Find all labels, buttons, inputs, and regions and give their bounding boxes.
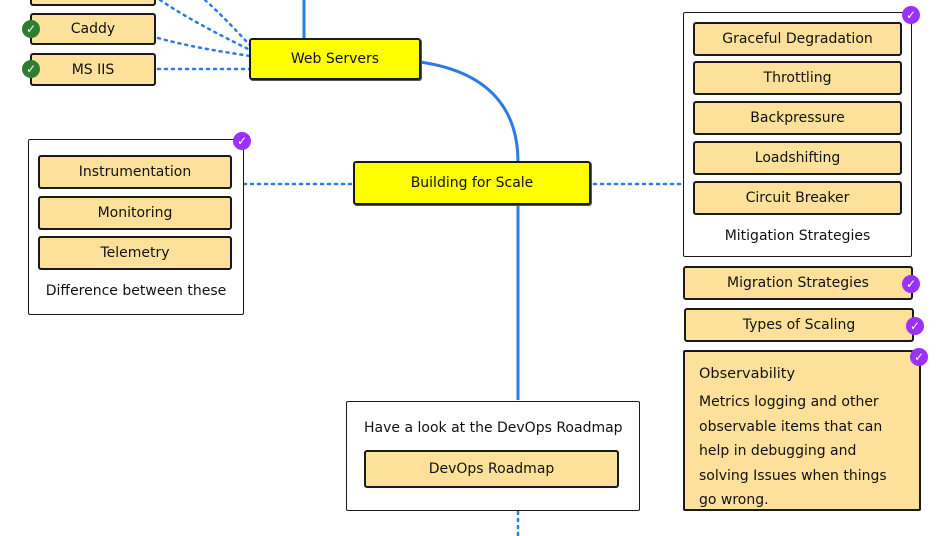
backpressure-label: Backpressure [750, 110, 845, 126]
graceful-degradation-node[interactable]: Graceful Degradation [693, 22, 902, 56]
observability-description: Metrics logging and other observable ite… [699, 394, 887, 508]
devops-roadmap-link[interactable]: DevOps Roadmap [364, 450, 619, 488]
telemetry-node[interactable]: Telemetry [38, 236, 232, 270]
ms-iis-node[interactable]: MS IIS [30, 53, 156, 86]
check-circle-icon: ✓ [906, 317, 924, 335]
check-circle-icon: ✓ [902, 275, 920, 293]
observability-title: Observability [699, 366, 796, 382]
check-circle-icon: ✓ [22, 60, 40, 78]
caddy-label: Caddy [70, 21, 116, 37]
instrumentation-node[interactable]: Instrumentation [38, 155, 232, 189]
check-circle-icon: ✓ [233, 132, 251, 150]
throttling-label: Throttling [763, 70, 832, 86]
circuit-breaker-node[interactable]: Circuit Breaker [693, 181, 902, 215]
devops-prompt: Have a look at the DevOps Roadmap [364, 420, 623, 436]
web-servers-node[interactable]: Web Servers [249, 38, 421, 80]
mitigation-group-label: Mitigation Strategies [724, 228, 871, 244]
monitoring-label: Monitoring [97, 205, 173, 221]
throttling-node[interactable]: Throttling [693, 61, 902, 95]
dotted-top-1 [158, 0, 252, 52]
check-circle-icon: ✓ [910, 348, 928, 366]
migration-strategies-label: Migration Strategies [727, 275, 869, 291]
building-for-scale-node[interactable]: Building for Scale [353, 161, 591, 205]
caddy-node[interactable]: Caddy [30, 13, 156, 45]
telemetry-label: Telemetry [100, 245, 170, 261]
spine-webservers-to-scale [419, 60, 520, 163]
monitoring-node[interactable]: Monitoring [38, 196, 232, 230]
dotted-caddy [156, 36, 252, 58]
graceful-degradation-label: Graceful Degradation [722, 31, 873, 47]
ms-iis-label: MS IIS [71, 61, 115, 78]
check-circle-icon: ✓ [22, 20, 40, 38]
devops-roadmap-label: DevOps Roadmap [428, 461, 555, 477]
instrumentation-label: Instrumentation [78, 164, 192, 180]
web-servers-label: Web Servers [290, 51, 380, 67]
circuit-breaker-label: Circuit Breaker [745, 190, 850, 206]
backpressure-node[interactable]: Backpressure [693, 101, 902, 135]
check-circle-icon: ✓ [902, 6, 920, 24]
server-item-partial[interactable] [30, 0, 156, 6]
types-of-scaling-label: Types of Scaling [742, 317, 856, 333]
types-of-scaling-node[interactable]: Types of Scaling [684, 308, 914, 342]
building-for-scale-label: Building for Scale [410, 175, 534, 191]
loadshifting-node[interactable]: Loadshifting [693, 141, 902, 175]
observability-card[interactable]: Observability Metrics logging and other … [683, 350, 921, 511]
loadshifting-label: Loadshifting [754, 150, 841, 166]
dotted-top-2 [203, 0, 252, 47]
migration-strategies-node[interactable]: Migration Strategies [683, 266, 913, 300]
difference-group-label: Difference between these [45, 283, 227, 299]
